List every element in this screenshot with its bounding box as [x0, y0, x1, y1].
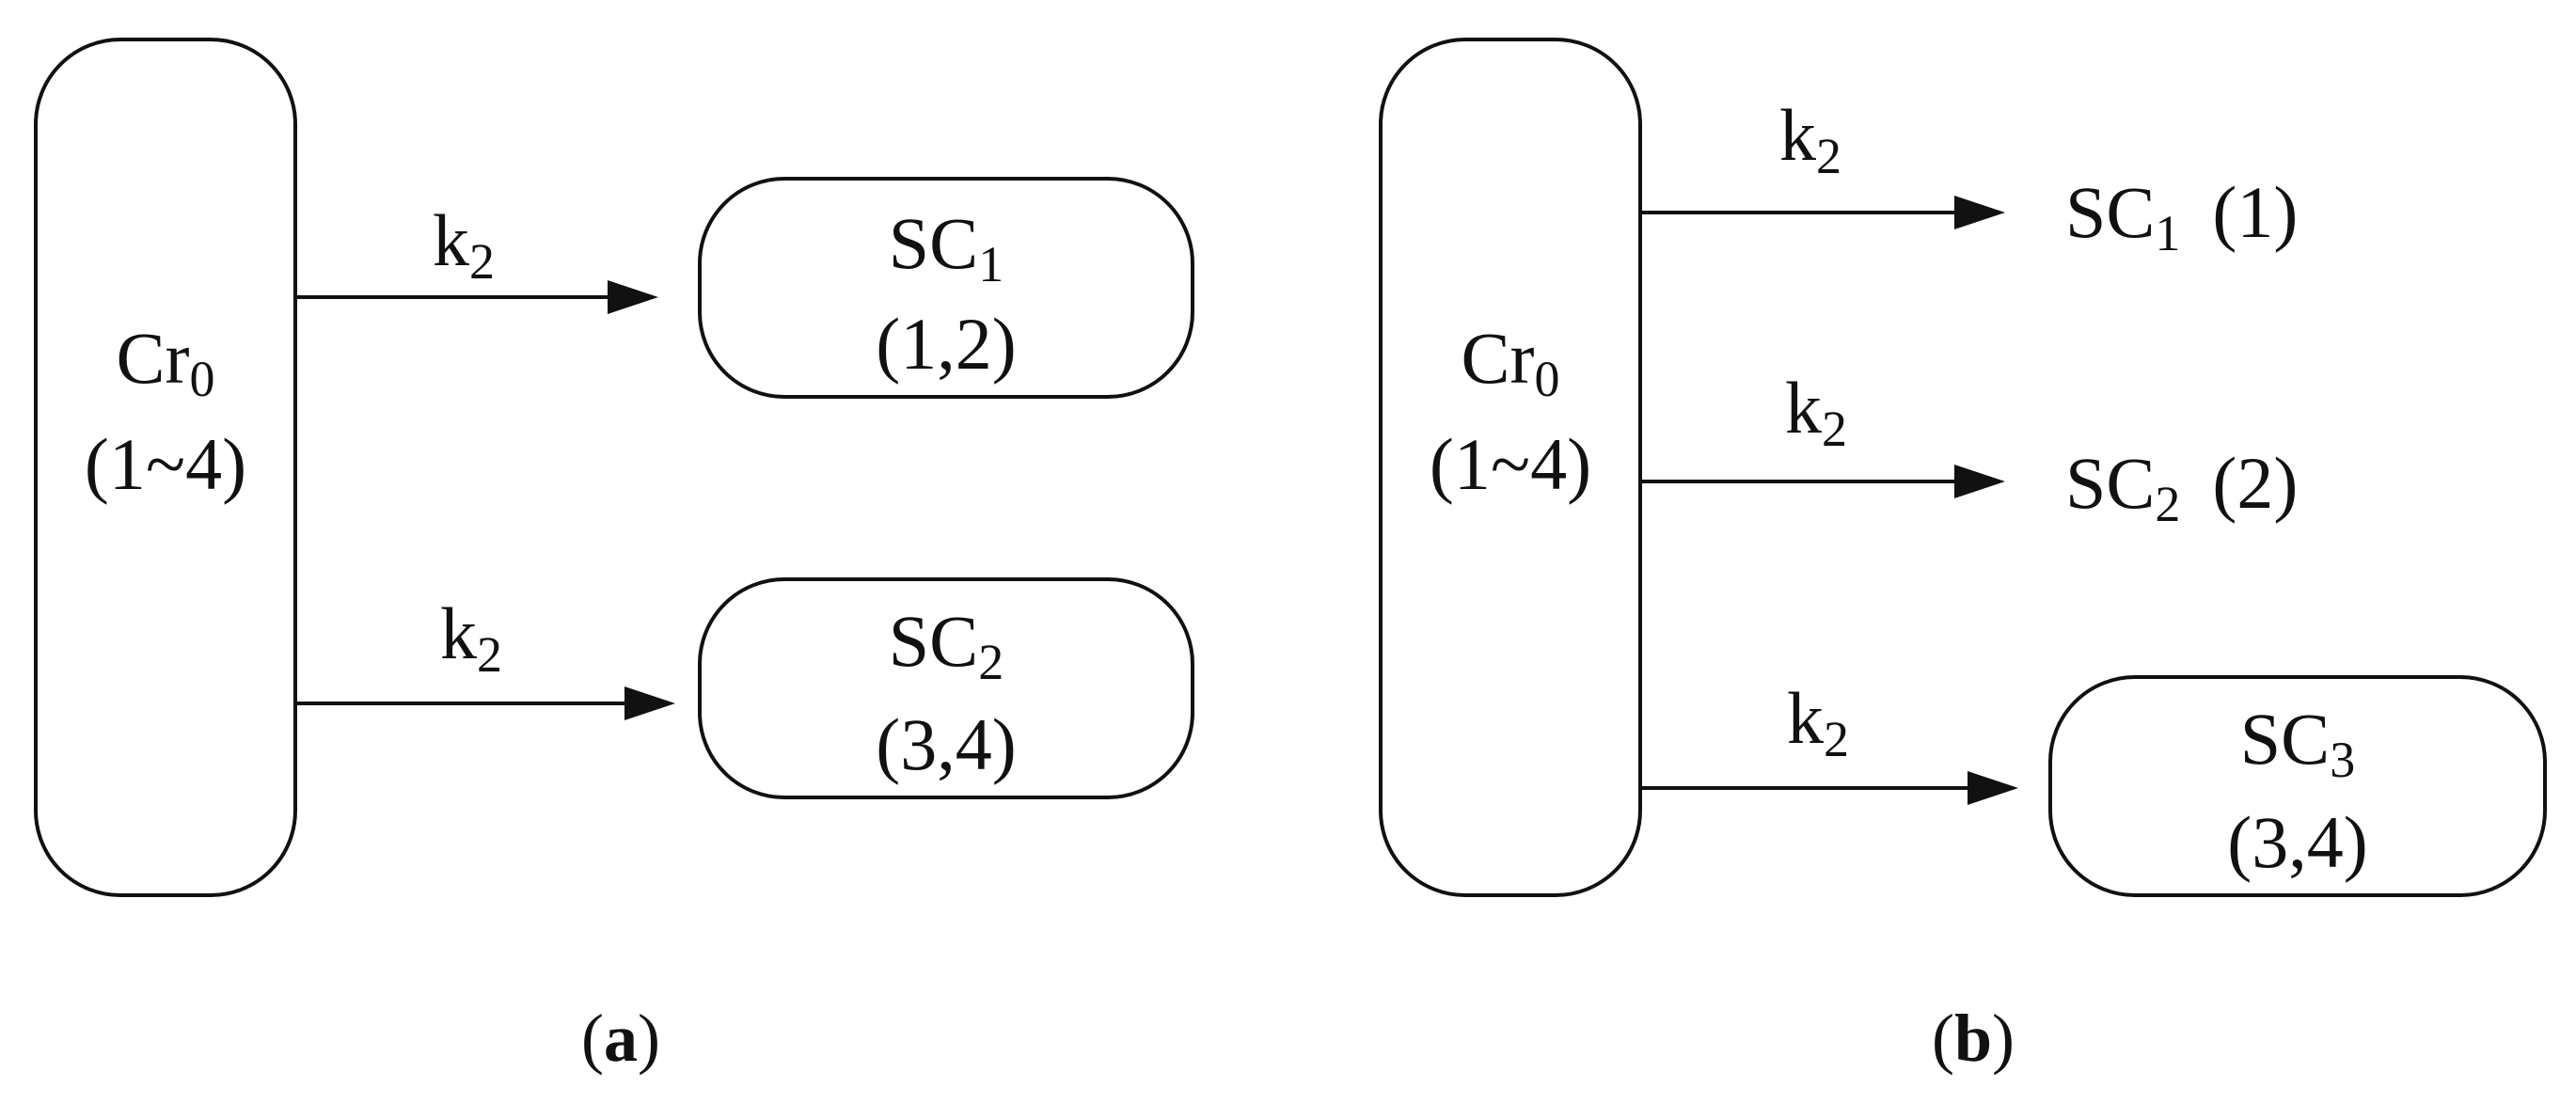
panel-b-target-3-range: (3,4) [2227, 801, 2367, 883]
panel-b-source-node [1379, 38, 1642, 897]
panel-b-target-node-3 [2048, 675, 2547, 897]
panel-b: Cr0 (1~4) k2 SC1(1) k2 SC2(2) k2 SC3 (3,… [1379, 38, 2547, 1076]
panel-a-source-name: Cr0 [117, 317, 215, 407]
panel-a-target-node-2 [698, 577, 1194, 799]
panel-b-edge-3: k2 [1640, 677, 2018, 805]
panel-a-caption: (a) [581, 1001, 660, 1076]
panel-b-edge-2: k2 [1640, 367, 2005, 498]
panel-a-edge-2: k2 [295, 592, 675, 720]
panel-b-edge-1: k2 [1640, 94, 2005, 229]
panel-a-edge-1-label: k2 [433, 199, 495, 290]
panel-b-target-2-label: SC2(2) [2065, 442, 2298, 532]
panel-a-target-2-name: SC2 [889, 600, 1004, 690]
panel-b-edge-2-label: k2 [1785, 367, 1847, 457]
panel-a-target-2-range: (3,4) [876, 703, 1016, 785]
panel-b-edge-3-label: k2 [1787, 677, 1849, 767]
panel-b-caption: (b) [1932, 1001, 2015, 1076]
panel-a-target-node-1 [698, 177, 1194, 399]
panel-a: Cr0 (1~4) k2 SC1 (1,2) k2 SC2 (3,4) (a) [34, 38, 1194, 1076]
panel-b-source-range: (1~4) [1430, 423, 1591, 505]
panel-a-edge-1: k2 [295, 199, 658, 314]
panel-a-source-node [34, 38, 297, 897]
panel-a-target-1-name: SC1 [889, 202, 1004, 292]
panel-a-source-range: (1~4) [85, 423, 246, 505]
panel-a-edge-2-label: k2 [440, 592, 502, 683]
panel-b-source-name: Cr0 [1462, 317, 1560, 407]
panel-a-target-1-range: (1,2) [876, 303, 1016, 385]
panel-b-edge-1-label: k2 [1779, 94, 1841, 184]
panel-b-target-1-label: SC1(1) [2065, 171, 2298, 261]
panel-b-target-3-name: SC3 [2240, 698, 2355, 788]
